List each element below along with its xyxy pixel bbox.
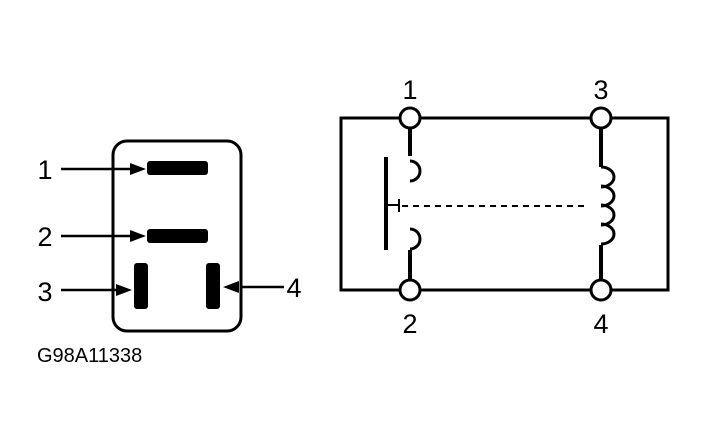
pin-2-label: 2 <box>37 222 52 252</box>
relay-coil <box>600 165 616 246</box>
switch-lower-contact <box>409 227 422 251</box>
pin-1-blade <box>147 161 208 175</box>
terminal-2-label: 2 <box>402 309 417 339</box>
terminal-4-node <box>589 278 613 302</box>
pin-2-arrow <box>61 230 146 242</box>
pin-2-blade <box>147 229 208 243</box>
terminal-3-label: 3 <box>593 75 608 105</box>
pin-3-blade <box>134 263 148 309</box>
terminal-2-node <box>398 278 422 302</box>
pin-4-blade <box>206 263 220 309</box>
terminal-1-node <box>398 106 422 130</box>
pin-1-label: 1 <box>37 155 52 185</box>
pin-1-arrow <box>61 163 146 175</box>
pin-4-label: 4 <box>286 273 301 303</box>
terminal-4-label: 4 <box>593 309 608 339</box>
relay-connector-view: 1 2 3 4 <box>37 139 302 333</box>
switch-upper-contact <box>409 159 422 183</box>
pin-3-arrow <box>61 284 132 296</box>
terminal-3-node <box>589 106 613 130</box>
schematic-frame <box>339 116 670 292</box>
relay-schematic: 1 3 2 4 <box>339 75 670 339</box>
pin-3-label: 3 <box>37 277 52 307</box>
pin-4-arrow <box>223 281 284 293</box>
figure-id: G98A11338 <box>37 345 142 367</box>
terminal-1-label: 1 <box>402 75 417 105</box>
